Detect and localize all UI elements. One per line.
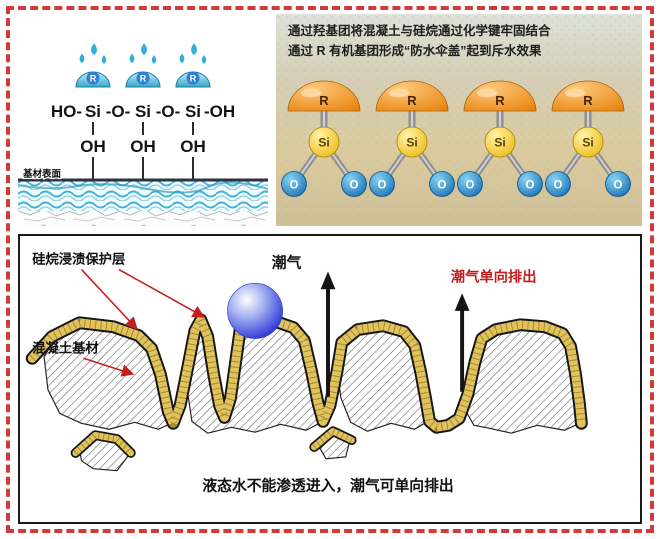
si-atom-label: Si [494,136,505,150]
panel-molecular-chain: 通过羟基团将混凝土与硅烷通过化学键牢固结合 通过 R 有机基团形成“防水伞盖”起… [276,14,642,226]
r-dome-label: R [407,93,417,108]
oh-group: OH [180,137,206,156]
panel-moisture-diagram: 硅烷浸渍保护层 混凝土基材 潮气 潮气单向排出 液态水不能渗透进入，潮气可单向排… [18,234,642,524]
si-atom: Si [572,126,604,158]
silane-formula-drawing: R R R HO- Si -O- Si -O- Si -OH [18,43,268,226]
coating-label: 硅烷浸渍保护层 [32,251,125,267]
explanation-line-2: 通过 R 有机基团形成“防水伞盖”起到斥水效果 [288,43,542,58]
o-atom: O [429,171,455,197]
panel-silane-formula: R R R HO- Si -O- Si -O- Si -OH [18,14,268,226]
molecular-chain-drawing: 通过羟基团将混凝土与硅烷通过化学键牢固结合 通过 R 有机基团形成“防水伞盖”起… [276,14,642,226]
formula-segment: -OH [204,102,235,121]
r-dome-icon: R [287,80,361,112]
si-atom-label: Si [582,136,593,150]
o-atom-label: O [466,180,475,192]
r-umbrella-icon: R [175,71,211,88]
o-atom: O [545,171,571,197]
si-atom: Si [396,126,428,158]
formula-segment: HO- [51,102,82,121]
concrete-blocks [43,323,581,472]
formula-si: Si [85,102,101,121]
explanation-line-1: 通过羟基团将混凝土与硅烷通过化学键牢固结合 [288,23,551,38]
si-atom-label: Si [406,136,417,150]
water-droplet-sphere [227,283,283,339]
o-atom-label: O [526,180,535,192]
si-atom: Si [484,126,516,158]
r-group-label: R [190,74,197,84]
formula-si: Si [135,102,151,121]
o-atom-label: O [554,180,563,192]
o-atom: O [341,171,367,197]
r-umbrella-icon: R [125,71,161,88]
si-oh-bonds [92,122,194,135]
moisture-up-arrow [320,271,336,397]
o-atom-row: O O O O O O O O [281,171,631,197]
si-atom: Si [308,126,340,158]
siloxane-formula: HO- Si -O- Si -O- Si -OH [51,102,235,121]
formula-segment: -O- [156,102,181,121]
o-atom: O [517,171,543,197]
r-dome-icon: R [463,80,537,112]
substrate-leader-arrow [83,357,135,377]
o-atom: O [605,171,631,197]
r-group-label: R [140,74,147,84]
moisture-out-label: 潮气单向排出 [451,267,537,285]
oh-group: OH [130,137,156,156]
r-umbrella-icon: R [75,71,111,88]
coating-leader-arrow [118,268,206,318]
substrate-label: 混凝土基材 [32,339,99,355]
oh-group: OH [80,137,106,156]
moisture-up-arrow [454,293,470,392]
o-atom-label: O [290,180,299,192]
o-atom: O [369,171,395,197]
o-atom: O [281,171,307,197]
si-atom-label: Si [318,136,329,150]
substrate-surface-label: 基材表面 [22,168,62,180]
formula-segment: -O- [106,102,131,121]
moisture-label: 潮气 [272,254,302,272]
o-atom-label: O [614,180,623,192]
r-dome-label: R [583,93,593,108]
o-atom-label: O [350,180,359,192]
r-dome-icon: R [375,80,449,112]
rain-droplets-icon [79,43,207,64]
moisture-diagram-drawing: 硅烷浸渍保护层 混凝土基材 潮气 潮气单向排出 液态水不能渗透进入，潮气可单向排… [25,251,588,494]
r-dome-label: R [495,93,505,108]
formula-si: Si [185,102,201,121]
r-group-label: R [90,74,97,84]
silane-coating-layer [25,313,588,458]
o-atom: O [457,171,483,197]
r-dome-icon: R [551,80,625,112]
o-atom-label: O [438,180,447,192]
r-dome-label: R [319,93,329,108]
bottom-caption: 液态水不能渗透进入，潮气可单向排出 [202,476,453,494]
substrate-texture [18,178,268,226]
coating-leader-arrow [80,268,138,330]
o-atom-label: O [378,180,387,192]
